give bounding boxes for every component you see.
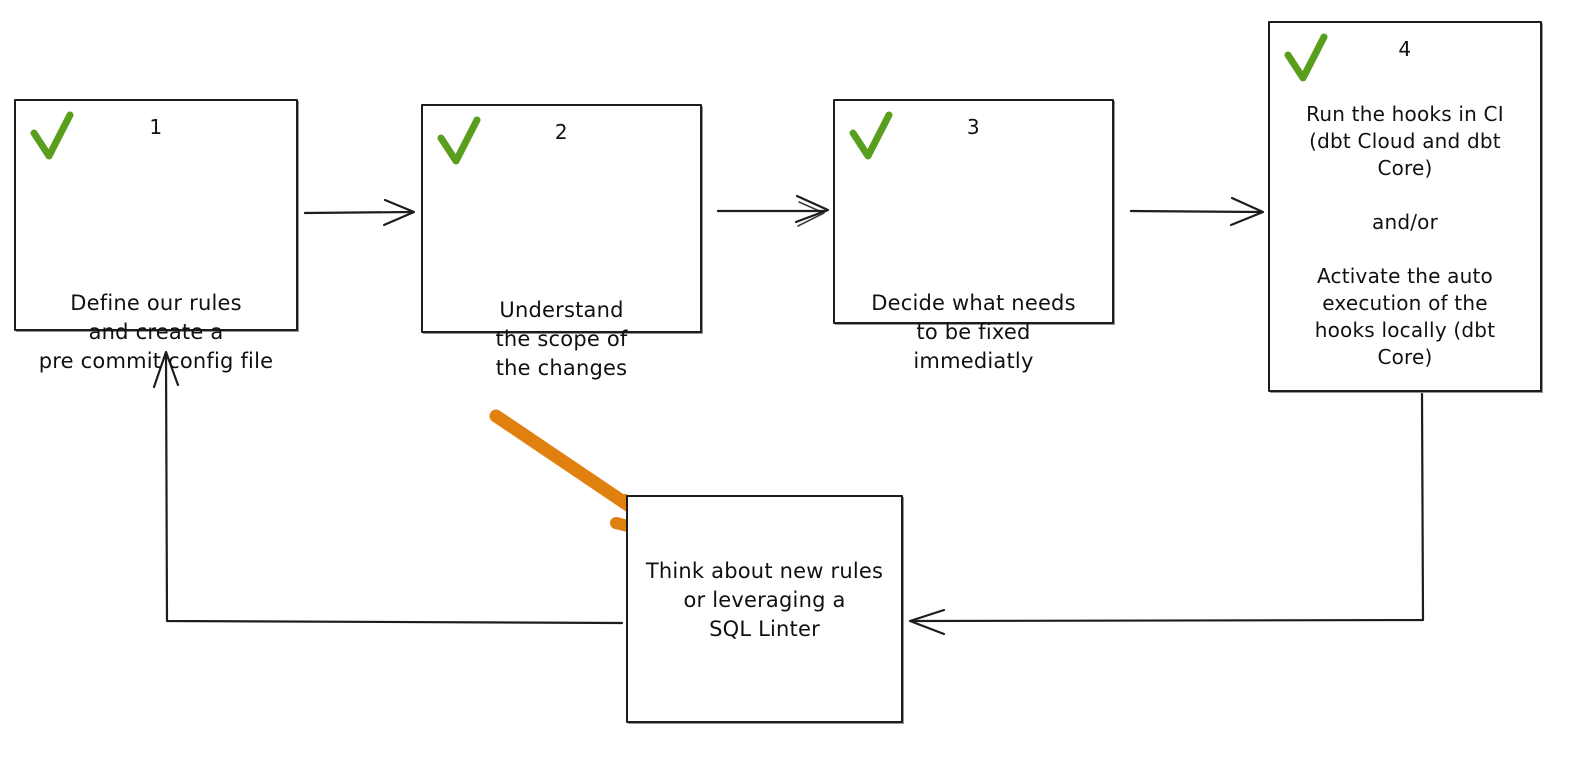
flow-node-feedback[interactable]: Think about new rules or leveraging a SQ…	[626, 495, 903, 723]
arrow-1-to-2	[303, 198, 416, 227]
arrow-loop-to-1	[152, 350, 624, 625]
arrow-3-to-4	[1129, 196, 1265, 227]
flow-node-1[interactable]: 1 Define our rules and create a pre comm…	[14, 99, 298, 373]
flow-node-3[interactable]: 3 Decide what needs to be fixed immediat…	[833, 99, 1114, 373]
arrow-2-to-3	[716, 194, 830, 227]
flow-node-4-number: 4	[1398, 37, 1412, 61]
flow-node-feedback-text: Think about new rules or leveraging a SQ…	[645, 559, 884, 641]
flow-node-3-number: 3	[966, 115, 981, 139]
flow-node-1-text: Define our rules and create a pre commit…	[38, 291, 274, 373]
check-mark-icon	[849, 111, 893, 160]
flow-node-3-text: Decide what needs to be fixed immediatly	[871, 291, 1076, 373]
check-mark-icon	[437, 116, 481, 165]
flow-node-4[interactable]: 4 Run the hooks in CI (dbt Cloud and dbt…	[1268, 21, 1542, 392]
flow-node-2[interactable]: 2 Understand the scope of the changes	[421, 104, 702, 380]
flow-node-4-text: Run the hooks in CI (dbt Cloud and dbt C…	[1306, 102, 1504, 369]
check-mark-icon	[30, 111, 74, 160]
arrow-4-to-loop	[908, 392, 1425, 636]
check-mark-icon	[1284, 33, 1328, 82]
flow-node-1-number: 1	[149, 115, 163, 139]
flow-node-2-text: Understand the scope of the changes	[495, 298, 628, 380]
flow-node-2-number: 2	[554, 120, 569, 144]
